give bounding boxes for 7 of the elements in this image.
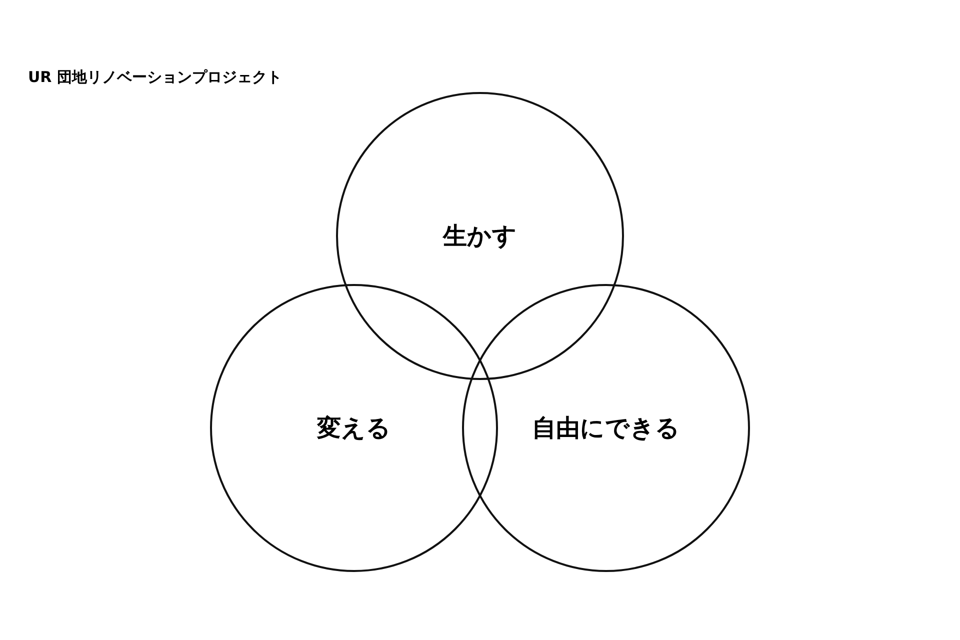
circle-label: 変える: [317, 413, 391, 444]
circle-label: 生かす: [443, 221, 517, 252]
venn-circle: [462, 284, 750, 572]
circle-label: 自由にできる: [532, 413, 680, 444]
venn-circle: [210, 284, 498, 572]
title: UR 団地リノベーションプロジェクト: [28, 68, 282, 87]
venn-circle: [336, 92, 624, 380]
